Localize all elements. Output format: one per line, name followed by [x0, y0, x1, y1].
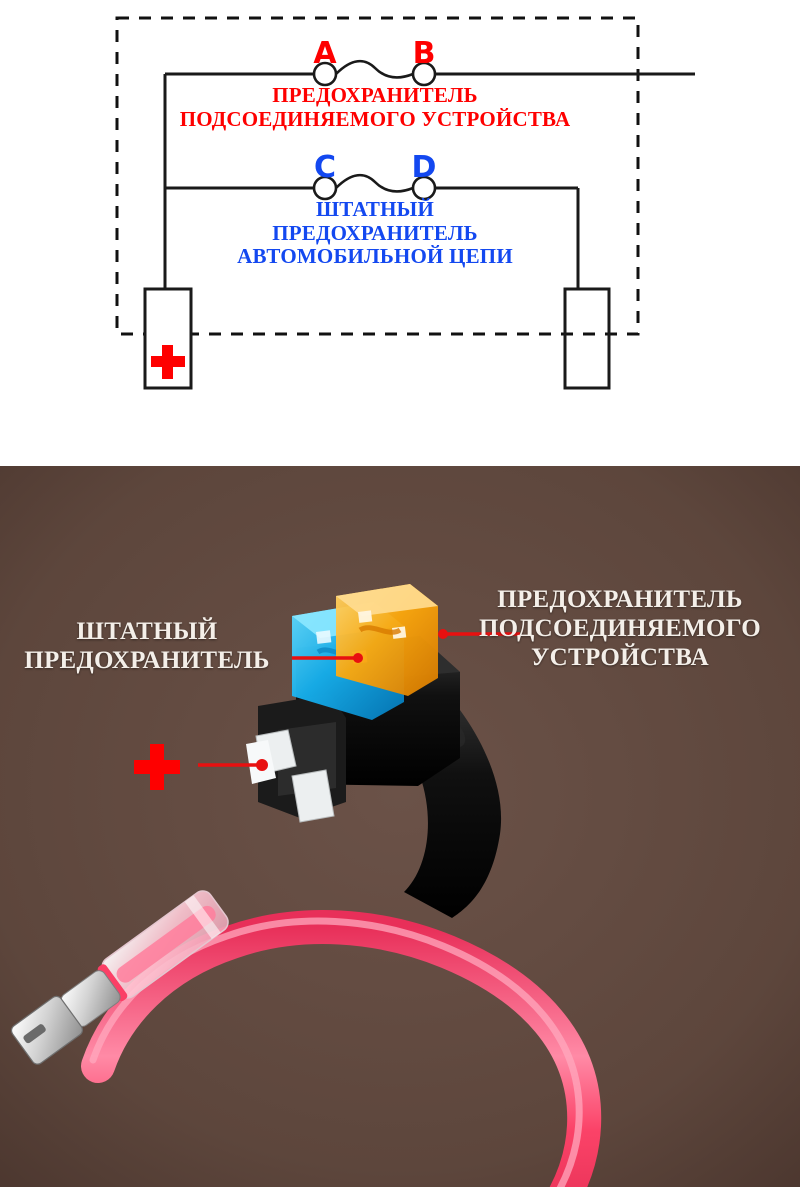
device-blade-fuse — [336, 584, 438, 696]
tap-blade-right — [291, 769, 335, 823]
device-fuse-window-1 — [358, 610, 373, 623]
photo-positive-plus-icon — [134, 744, 180, 790]
product-photo-illustration — [0, 466, 800, 1187]
spade-blade — [10, 995, 83, 1065]
diagram-device-fuse-label: ПРЕДОХРАНИТЕЛЬ ПОДСОЕДИНЯЕМОГО УСТРОЙСТВ… — [179, 83, 571, 131]
node-circle-c — [312, 175, 338, 201]
stock-fuse-window-1 — [316, 630, 332, 644]
photo-device-fuse-label: ПРЕДОХРАНИТЕЛЬ ПОДСОЕДИНЯЕМОГО УСТРОЙСТВ… — [478, 586, 762, 671]
spade-blade-slot — [23, 1024, 46, 1044]
stock-fuse-element — [335, 173, 414, 193]
sleeve-inner-wire — [116, 905, 216, 983]
device-fuse-element — [335, 59, 414, 79]
positive-terminal-plus-icon — [151, 345, 185, 379]
node-label-a: A — [313, 36, 337, 71]
node-circle-a — [312, 61, 338, 87]
device-fuse-element-strip — [358, 625, 402, 635]
node-label-c: C — [313, 150, 337, 185]
power-wire-body — [81, 910, 602, 1187]
schematic-drawing — [115, 16, 695, 390]
pointer-stock-fuse — [292, 653, 363, 663]
product-photo: ШТАТНЫЙ ПРЕДОХРАНИТЕЛЬ ПРЕДОХРАНИТЕЛЬ ПО… — [0, 466, 800, 1187]
node-circle-d — [411, 175, 437, 201]
node-label-d: D — [411, 150, 437, 185]
pointer-positive-terminal — [198, 759, 268, 771]
node-label-b: B — [412, 36, 436, 71]
pointer-device-fuse — [438, 629, 520, 639]
node-circle-b — [411, 61, 437, 87]
device-fuse-top-face — [336, 584, 438, 616]
diagram-stock-fuse-label: ШТАТНЫЙ ПРЕДОХРАНИТЕЛЬ АВТОМОБИЛЬНОЙ ЦЕП… — [237, 197, 513, 269]
photo-backdrop — [0, 466, 800, 1187]
right-terminal-rect — [563, 287, 611, 390]
sleeve-band — [184, 895, 221, 939]
photo-stock-fuse-label: ШТАТНЫЙ ПРЕДОХРАНИТЕЛЬ — [24, 618, 270, 674]
spade-terminal-assembly — [10, 890, 229, 1065]
dashed-enclosure-box — [115, 16, 640, 336]
schematic-diagram: A B C D ПРЕДОХРАНИТЕЛЬ ПОДСОЕДИНЯЕМОГО У… — [0, 0, 800, 466]
